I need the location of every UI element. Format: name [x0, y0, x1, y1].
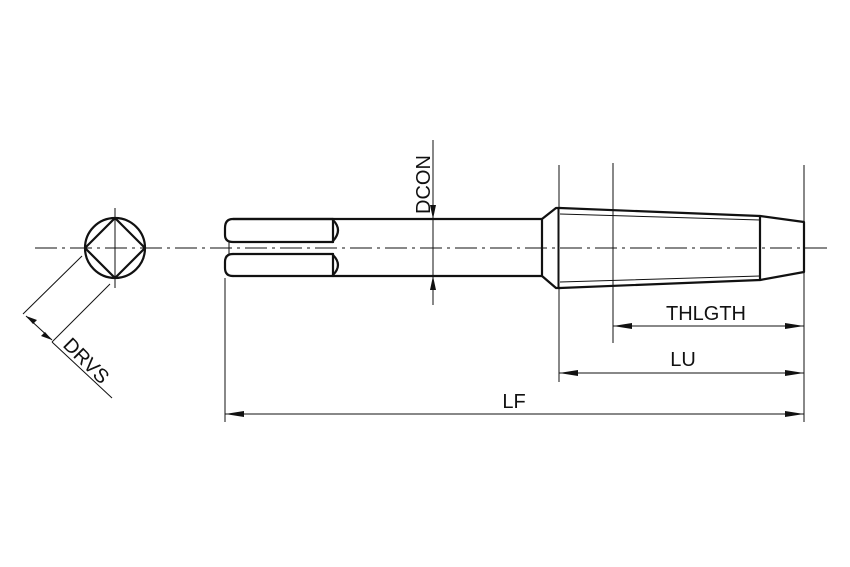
thlgth-dimension: THLGTH	[613, 303, 804, 329]
lu-dimension: LU	[559, 349, 804, 376]
dcon-label: DCON	[413, 155, 435, 214]
lf-label: LF	[502, 391, 525, 413]
dcon-dimension: DCON	[413, 140, 436, 305]
thlgth-label: THLGTH	[666, 303, 746, 325]
drvs-label: DRVS	[58, 334, 113, 389]
lu-label: LU	[670, 349, 696, 371]
drvs-dimension: DRVS	[22, 255, 113, 399]
lf-dimension: LF	[225, 391, 804, 417]
end-view-square-drive	[83, 208, 147, 288]
tap-body	[223, 206, 806, 290]
